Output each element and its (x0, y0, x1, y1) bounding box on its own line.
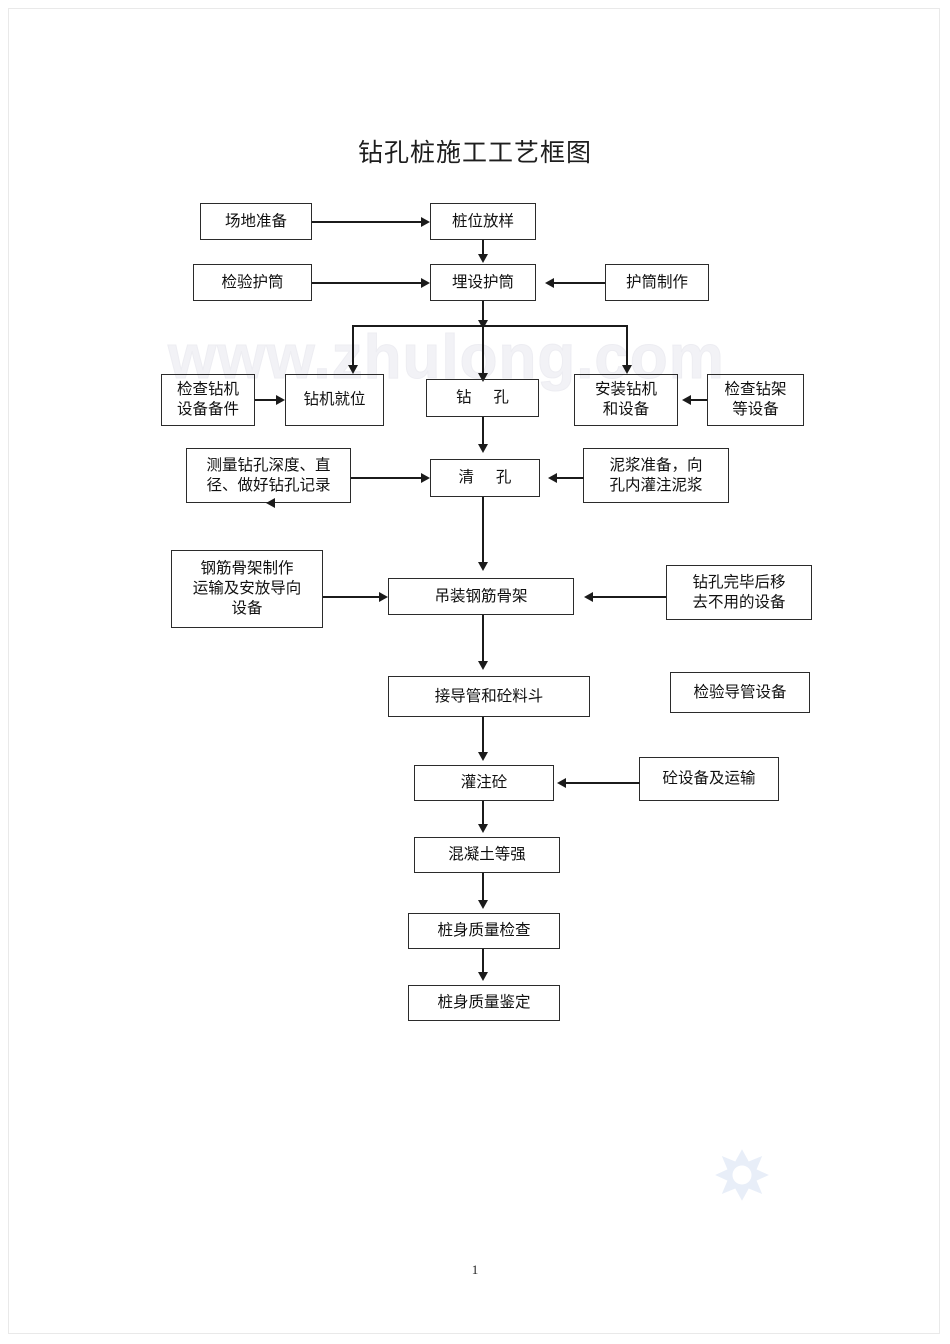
arrowhead-tremie-to-pouring (478, 752, 488, 761)
edge-inspect-to-embed (312, 282, 422, 284)
arrowhead-qualitycheck-to-appraisal (478, 972, 488, 981)
edge-slurry-to-cleaning (556, 477, 584, 479)
node-concrete-equipment-transport[interactable]: 砼设备及运输 (639, 757, 779, 801)
page-title: 钻孔桩施工工艺框图 (357, 140, 592, 167)
edge-strength-to-qualitycheck (482, 873, 484, 903)
edge-hoist-to-tremie (482, 615, 484, 665)
arrowhead-bus-to-drilling (478, 373, 488, 382)
arrowhead-hoist-to-tremie (478, 661, 488, 670)
node-install-rig-equipment[interactable]: 安装钻机 和设备 (574, 374, 678, 426)
arrowhead-remove-to-hoist (584, 592, 593, 602)
node-pile-setting-out[interactable]: 桩位放样 (430, 203, 536, 240)
edge-pouring-to-strength (482, 801, 484, 827)
edge-drilling-to-cleaning (482, 417, 484, 447)
node-site-preparation[interactable]: 场地准备 (200, 203, 312, 240)
arrowhead-cleaning-to-hoist (478, 562, 488, 571)
edge-remove-to-hoist (592, 596, 666, 598)
edge-setout-to-embed (482, 240, 484, 256)
arrowhead-rebar-to-hoist (379, 592, 388, 602)
arrowhead-drilling-to-cleaning (478, 444, 488, 453)
arrowhead-pouring-to-strength (478, 824, 488, 833)
node-casing-embedding[interactable]: 埋设护筒 (430, 264, 536, 301)
edge-tremie-to-pouring (482, 717, 484, 755)
edge-cleaning-to-hoist (482, 497, 484, 567)
bus-branch-to-rig-install (626, 325, 628, 369)
arrowhead-checkparts-to-rigposition (276, 395, 285, 405)
edge-measure-to-cleaning (351, 477, 422, 479)
node-slurry-preparation[interactable]: 泥浆准备，向 孔内灌注泥浆 (583, 448, 729, 503)
arrowhead-setout-to-embed (478, 254, 488, 263)
node-pile-quality-inspection[interactable]: 桩身质量检查 (408, 913, 560, 949)
node-hole-cleaning[interactable]: 清 孔 (430, 459, 540, 497)
star-burst-icon (715, 1149, 769, 1201)
edge-site-to-setout (312, 221, 422, 223)
node-concrete-strength-gain[interactable]: 混凝土等强 (414, 837, 560, 873)
bus-stem-from-embed (482, 301, 484, 325)
arrowhead-strength-to-qualitycheck (478, 900, 488, 909)
edge-fabricate-to-embed (553, 282, 605, 284)
node-casing-inspection[interactable]: 检验护筒 (193, 264, 312, 301)
bus-branch-to-rig-position (352, 325, 354, 369)
node-check-derrick[interactable]: 检查钻架 等设备 (707, 374, 804, 426)
arrowhead-inspect-to-embed (421, 278, 430, 288)
node-check-rig-parts[interactable]: 检查钻机 设备备件 (161, 374, 255, 426)
node-inspect-tremie-equipment[interactable]: 检验导管设备 (670, 672, 810, 713)
edge-qualitycheck-to-appraisal (482, 949, 484, 975)
arrowhead-bus-to-rig-install (622, 365, 632, 374)
edge-concreteequip-to-pouring (565, 782, 640, 784)
edge-derrick-to-installrig (690, 399, 707, 401)
node-casing-fabrication[interactable]: 护筒制作 (605, 264, 709, 301)
node-rig-positioning[interactable]: 钻机就位 (285, 374, 384, 426)
arrowhead-slurry-to-cleaning (548, 473, 557, 483)
node-measure-borehole[interactable]: 测量钻孔深度、直 径、做好钻孔记录 (186, 448, 351, 503)
node-rebar-cage-fabrication[interactable]: 钢筋骨架制作 运输及安放导向 设备 (171, 550, 323, 628)
arrowhead-concreteequip-to-pouring (557, 778, 566, 788)
arrowhead-cleaning-feedback (266, 498, 275, 508)
bus-horizontal-distributor (352, 325, 628, 327)
arrowhead-derrick-to-installrig (682, 395, 691, 405)
arrowhead-bus-stem (478, 320, 488, 329)
arrowhead-measure-to-cleaning (421, 473, 430, 483)
bus-branch-to-drilling (482, 325, 484, 379)
arrowhead-bus-to-rig-position (348, 365, 358, 374)
node-drilling[interactable]: 钻 孔 (426, 379, 539, 417)
node-pile-quality-appraisal[interactable]: 桩身质量鉴定 (408, 985, 560, 1021)
page-number: 1 (471, 1262, 479, 1277)
arrowhead-fabricate-to-embed (545, 278, 554, 288)
node-hoist-rebar-cage[interactable]: 吊装钢筋骨架 (388, 578, 574, 615)
node-remove-unused-equipment[interactable]: 钻孔完毕后移 去不用的设备 (666, 565, 812, 620)
node-connect-tremie-hopper[interactable]: 接导管和砼料斗 (388, 676, 590, 717)
node-concrete-pouring[interactable]: 灌注砼 (414, 765, 554, 801)
edge-checkparts-to-rigposition (255, 399, 277, 401)
edge-rebar-to-hoist (323, 596, 380, 598)
arrowhead-site-to-setout (421, 217, 430, 227)
